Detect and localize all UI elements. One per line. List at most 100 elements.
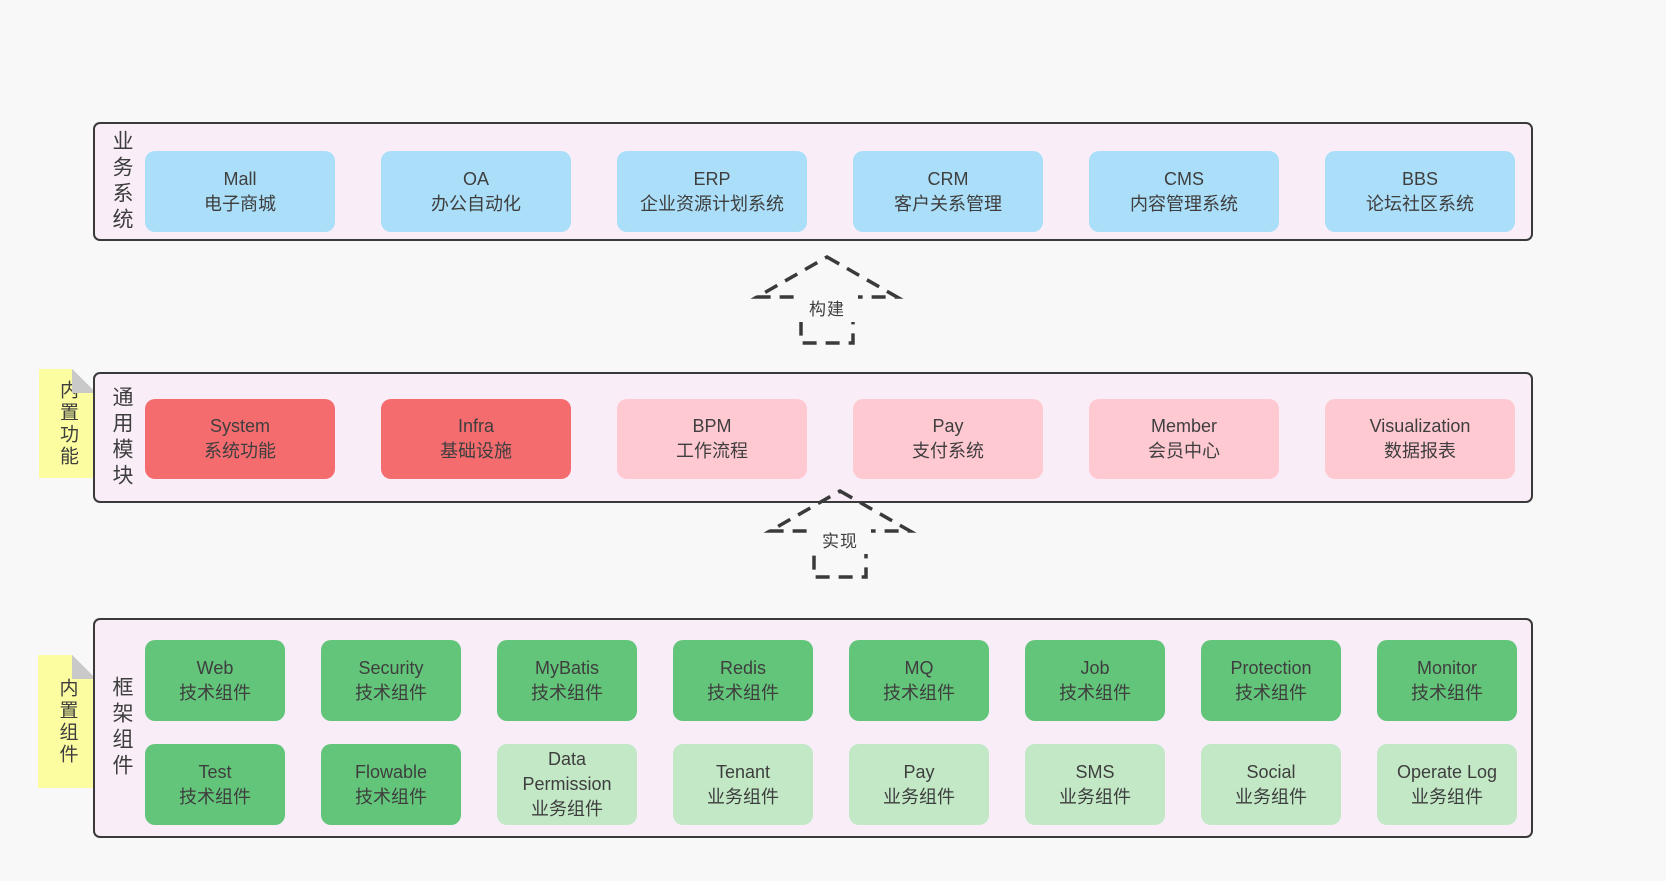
component-box-oa: OA 办公自动化 (381, 151, 571, 232)
sticky-note-label: 内置组件 (56, 677, 78, 766)
component-box-tenant: Tenant 业务组件 (673, 744, 813, 825)
component-box-member: Member 会员中心 (1089, 399, 1279, 479)
layer-title: 业务系统 (110, 129, 133, 234)
component-name: Redis (719, 657, 767, 678)
component-desc: 业务组件 (1411, 786, 1483, 807)
component-name: CMS (1164, 168, 1204, 189)
folded-corner-icon (72, 369, 96, 393)
component-desc: 内容管理系统 (1130, 193, 1238, 214)
component-box-redis: Redis 技术组件 (673, 640, 813, 721)
component-box-cms: CMS 内容管理系统 (1089, 151, 1279, 232)
component-name: Test (198, 761, 232, 782)
build-arrow-icon (750, 254, 904, 345)
component-name: Pay (932, 416, 964, 436)
component-box-monitor: Monitor 技术组件 (1377, 640, 1517, 721)
component-box-operate-log: Operate Log 业务组件 (1377, 744, 1517, 825)
component-desc: 业务组件 (1059, 786, 1131, 807)
component-name: Job (1080, 657, 1110, 678)
component-desc: 业务组件 (883, 786, 955, 807)
business-box-row: Mall 电子商城 OA 办公自动化 ERP 企业资源计划系统 CRM 客户关系管理 CMS 内容… (145, 151, 1515, 232)
component-name: Tenant (715, 761, 771, 782)
component-desc: 企业资源计划系统 (640, 193, 784, 214)
component-box-mq: MQ 技术组件 (849, 640, 989, 721)
component-box-test: Test 技术组件 (145, 744, 285, 825)
component-desc: 客户关系管理 (894, 193, 1002, 214)
sticky-note-built-in-components: 内置组件 (38, 655, 96, 788)
component-box-protection: Protection 技术组件 (1201, 640, 1341, 721)
component-desc: 技术组件 (1411, 682, 1483, 703)
component-name: MQ (904, 657, 934, 678)
component-box-data-permission: Data Permission 业务组件 (497, 744, 637, 825)
component-desc: 系统功能 (204, 441, 276, 461)
layer-title: 框架组件 (110, 676, 133, 780)
component-box-erp: ERP 企业资源计划系统 (617, 151, 807, 232)
component-box-flowable: Flowable 技术组件 (321, 744, 461, 825)
component-desc: 技术组件 (1235, 682, 1307, 703)
component-box-mall: Mall 电子商城 (145, 151, 335, 232)
component-box-social: Social 业务组件 (1201, 744, 1341, 825)
modules-box-row: System 系统功能 Infra 基础设施 BPM 工作流程 Pay 支付系统 Member 会… (145, 399, 1515, 479)
implement-arrow-label: 实现 (809, 524, 871, 554)
component-box-web: Web 技术组件 (145, 640, 285, 721)
layer-common-modules: 通用模块 System 系统功能 Infra 基础设施 BPM 工作流程 Pay 支付系统 Me… (93, 372, 1533, 503)
component-name: Visualization (1369, 416, 1471, 436)
component-box-pay: Pay 业务组件 (849, 744, 989, 825)
implement-arrow-icon (763, 488, 917, 579)
component-box-crm: CRM 客户关系管理 (853, 151, 1043, 232)
layer-title: 通用模块 (110, 385, 133, 490)
component-desc: 支付系统 (912, 441, 984, 461)
component-desc: 基础设施 (440, 441, 512, 461)
component-desc: 业务组件 (707, 786, 779, 807)
sticky-note-label: 内置功能 (57, 379, 78, 468)
component-name: Protection (1230, 657, 1312, 678)
component-desc: 办公自动化 (431, 193, 521, 214)
component-name: Monitor (1416, 657, 1478, 678)
component-desc: 技术组件 (883, 682, 955, 703)
component-desc: 技术组件 (531, 682, 603, 703)
layer-business-systems: 业务系统 Mall 电子商城 OA 办公自动化 ERP 企业资源计划系统 CRM 客户关系管理… (93, 122, 1533, 241)
component-name: Web (196, 657, 234, 678)
component-desc: 技术组件 (707, 682, 779, 703)
component-name: ERP (693, 168, 731, 189)
component-name: Infra (457, 416, 495, 436)
component-name: Social (1246, 761, 1296, 782)
component-desc: 技术组件 (355, 786, 427, 807)
component-box-system: System 系统功能 (145, 399, 335, 479)
component-name: OA (462, 168, 489, 189)
component-name: Member (1150, 416, 1217, 436)
component-name: BPM (692, 416, 732, 436)
component-name: System (209, 416, 270, 436)
component-name: Operate Log (1396, 761, 1498, 782)
component-box-bpm: BPM 工作流程 (617, 399, 807, 479)
component-desc: 数据报表 (1384, 441, 1456, 461)
component-box-job: Job 技术组件 (1025, 640, 1165, 721)
component-box-bbs: BBS 论坛社区系统 (1325, 151, 1515, 232)
component-name: Mall (223, 168, 257, 189)
component-desc: 会员中心 (1148, 441, 1220, 461)
component-desc: 技术组件 (179, 682, 251, 703)
component-desc: 业务组件 (1235, 786, 1307, 807)
folded-corner-icon (72, 655, 96, 679)
component-desc: 工作流程 (676, 441, 748, 461)
component-name: BBS (1401, 168, 1439, 189)
component-name: Pay (903, 761, 935, 782)
build-arrow-label: 构建 (796, 292, 858, 322)
component-desc: 论坛社区系统 (1366, 193, 1474, 214)
sticky-note-built-in-features: 内置功能 (39, 369, 96, 478)
component-name: Flowable (354, 761, 428, 782)
component-name: Security (358, 657, 424, 678)
component-desc: 技术组件 (1059, 682, 1131, 703)
component-desc: 技术组件 (179, 786, 251, 807)
component-box-visualization: Visualization 数据报表 (1325, 399, 1515, 479)
component-name: CRM (927, 168, 969, 189)
component-name: SMS (1075, 761, 1115, 782)
component-desc: 电子商城 (204, 193, 276, 214)
component-name: Data Permission (522, 749, 612, 794)
component-desc: 业务组件 (531, 799, 603, 819)
component-box-infra: Infra 基础设施 (381, 399, 571, 479)
